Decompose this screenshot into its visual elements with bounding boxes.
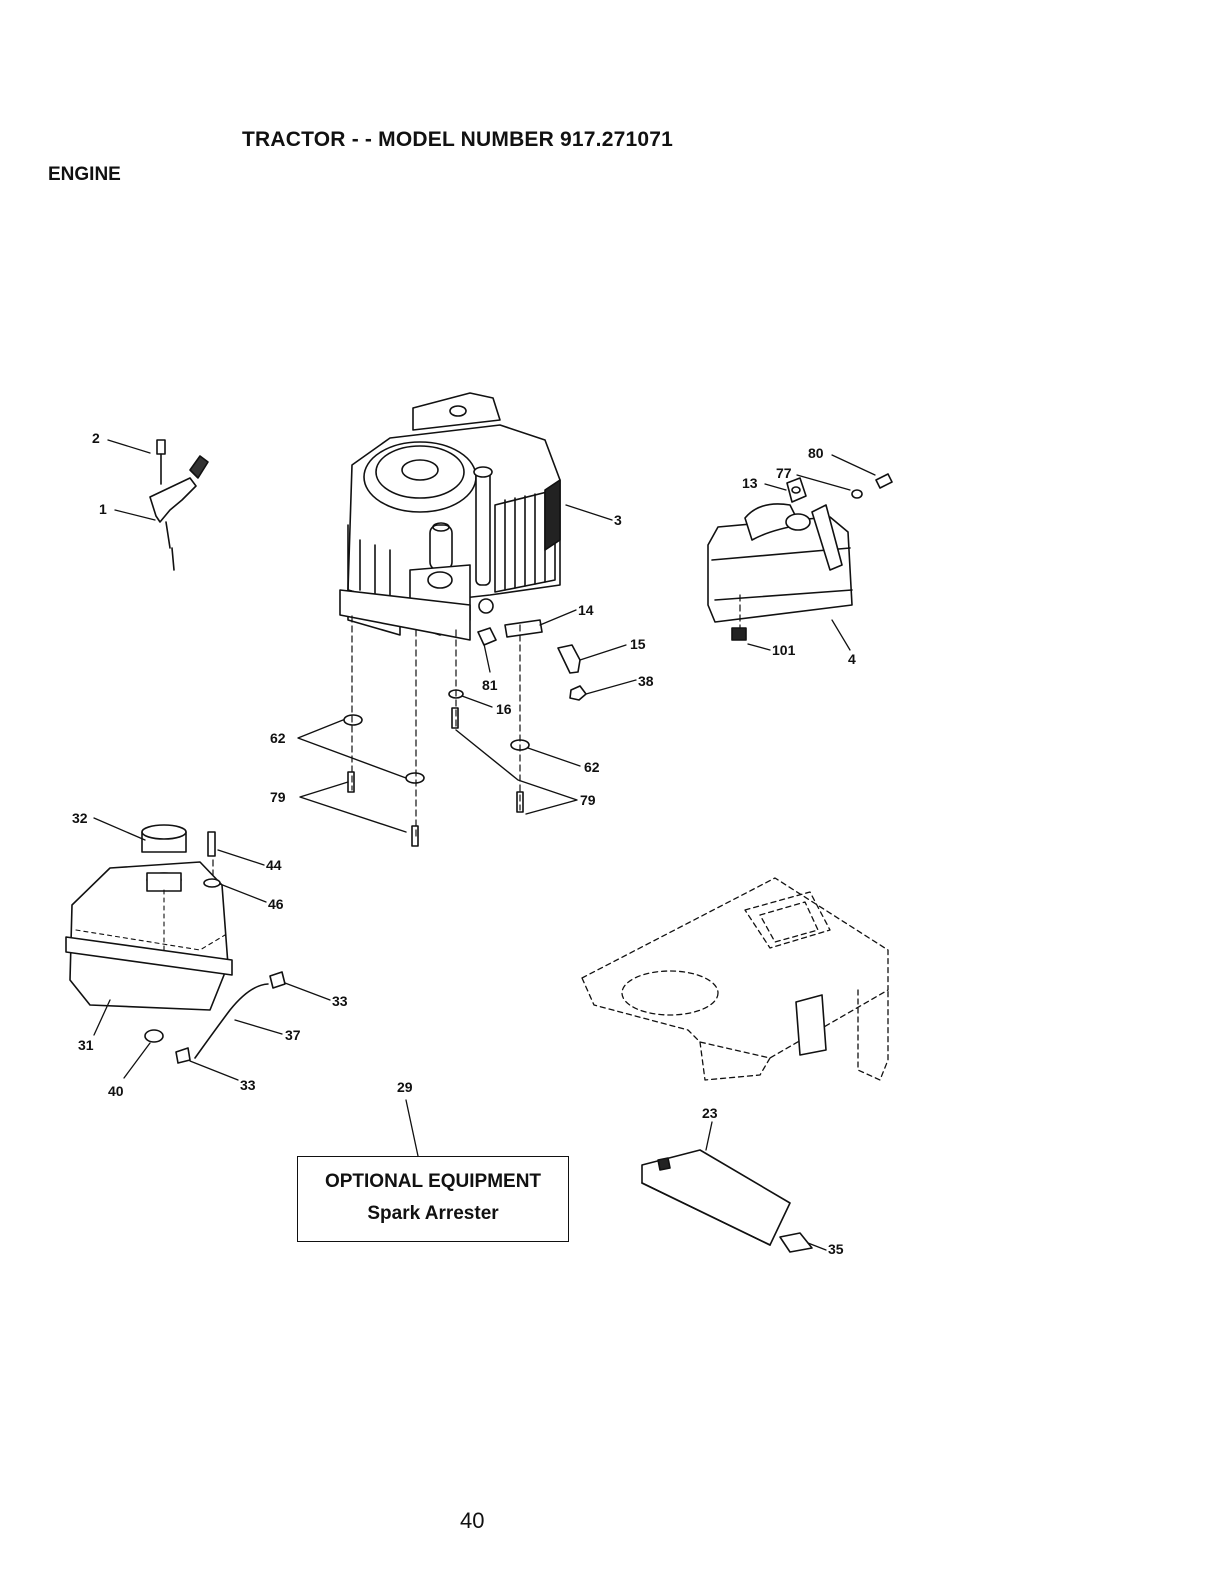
engine-block-part (339, 392, 561, 641)
callout-1: 1 (99, 501, 107, 517)
callout-77: 77 (776, 465, 792, 481)
callout-79-left: 79 (270, 789, 286, 805)
callout-40: 40 (108, 1083, 124, 1099)
callout-80: 80 (808, 445, 824, 461)
callout-4: 4 (848, 651, 856, 667)
callout-37: 37 (285, 1027, 301, 1043)
frame-bracket (795, 994, 827, 1056)
callout-32: 32 (72, 810, 88, 826)
optional-equipment-box: OPTIONAL EQUIPMENT Spark Arrester (297, 1156, 569, 1242)
callout-79-right: 79 (580, 792, 596, 808)
callout-13: 13 (742, 475, 758, 491)
hardware-parts (343, 619, 587, 847)
tractor-frame (581, 877, 889, 1081)
callout-35: 35 (828, 1241, 844, 1257)
callout-44: 44 (266, 857, 282, 873)
callout-38: 38 (638, 673, 654, 689)
alignment-lines (212, 594, 741, 1001)
muffler-part (707, 473, 893, 641)
page-number: 40 (460, 1508, 485, 1533)
bracket-leaders (297, 719, 578, 833)
leader-lines (93, 439, 876, 1251)
callout-33-upper: 33 (332, 993, 348, 1009)
spark-arrester-part (641, 1149, 813, 1253)
callout-101: 101 (772, 642, 796, 658)
callout-46: 46 (268, 896, 284, 912)
callout-29: 29 (397, 1079, 413, 1095)
callout-31: 31 (78, 1037, 94, 1053)
callout-23: 23 (702, 1105, 718, 1121)
callout-33-lower: 33 (240, 1077, 256, 1093)
page-title: TRACTOR - - MODEL NUMBER 917.271071 (242, 128, 673, 151)
callout-2: 2 (92, 430, 100, 446)
callout-15: 15 (630, 636, 646, 652)
callout-14: 14 (578, 602, 594, 618)
optional-equipment-item: Spark Arrester (367, 1203, 499, 1224)
throttle-control-part (149, 439, 209, 571)
callout-62-right: 62 (584, 759, 600, 775)
section-label: ENGINE (48, 164, 121, 185)
fuel-tank-part (65, 824, 286, 1064)
callout-62-left: 62 (270, 730, 286, 746)
callout-16: 16 (496, 701, 512, 717)
callout-81: 81 (482, 677, 498, 693)
callout-3: 3 (614, 512, 622, 528)
optional-equipment-title: OPTIONAL EQUIPMENT (324, 1171, 542, 1192)
